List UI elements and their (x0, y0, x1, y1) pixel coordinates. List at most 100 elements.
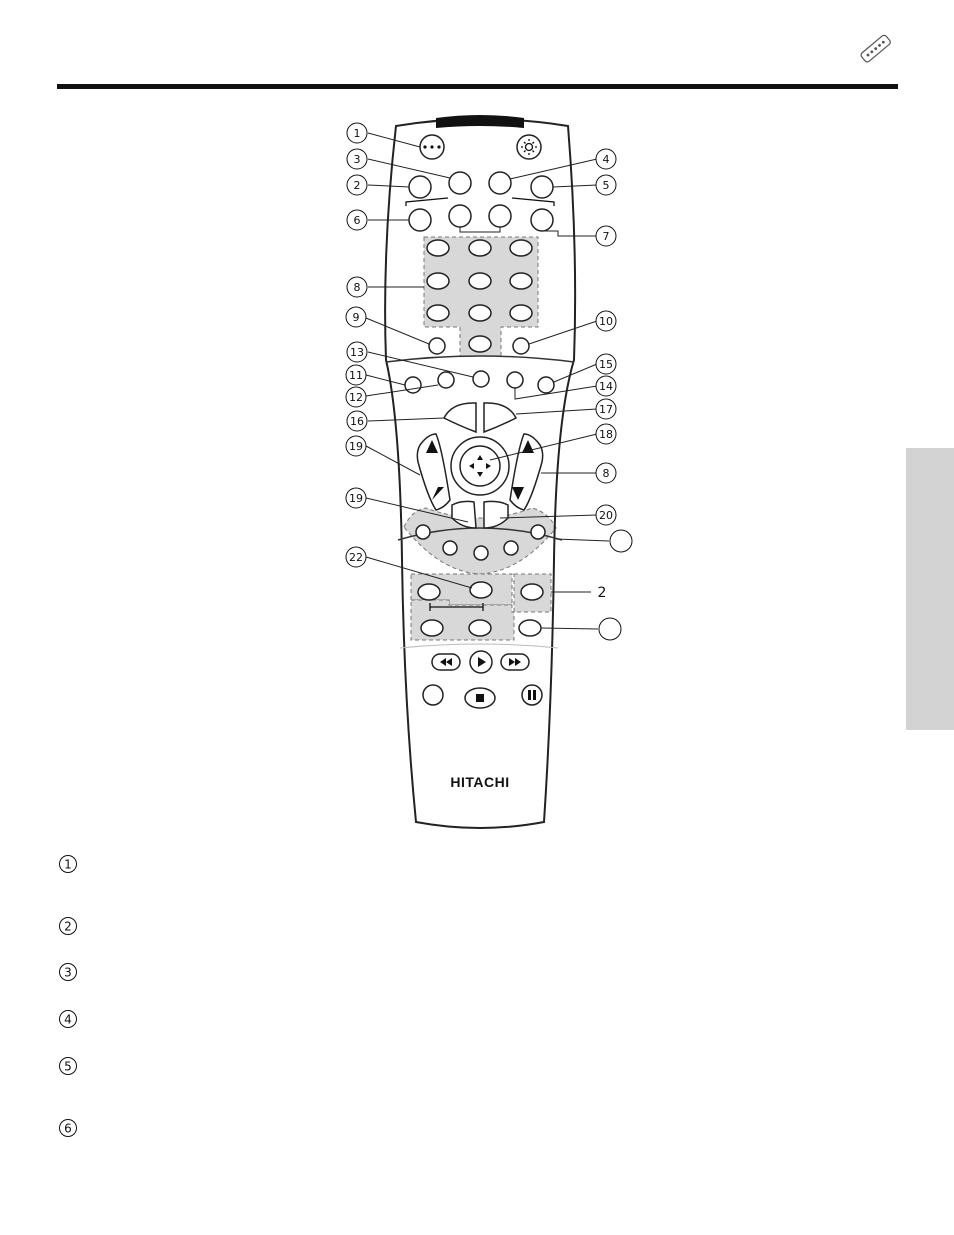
legend-item-5: 5 (58, 1056, 78, 1076)
callout-16: 16 (350, 415, 364, 428)
svg-text:4: 4 (64, 1013, 72, 1027)
function-c-button[interactable] (473, 545, 489, 561)
dvd-button[interactable] (488, 171, 512, 195)
function-d-button[interactable] (503, 540, 519, 556)
remote-control-diagram: HITACHI (345, 115, 633, 829)
device-bracket-right (511, 197, 555, 206)
svg-text:3: 3 (64, 966, 72, 980)
channel-down-icon (512, 487, 524, 500)
remote-body (384, 118, 577, 829)
pause-icon (528, 690, 531, 700)
number-4-button[interactable] (426, 272, 450, 290)
volume-rocker[interactable] (416, 433, 451, 511)
input-dots-icon (423, 145, 427, 149)
number-8-button[interactable] (468, 304, 492, 322)
mute-button[interactable] (404, 376, 422, 394)
exit-button[interactable] (483, 402, 518, 434)
callout-2: 2 (354, 179, 361, 192)
volume-down-icon (432, 487, 444, 500)
legend-item-3: 3 (58, 962, 78, 982)
callout-8: 8 (354, 281, 361, 294)
number-9-button[interactable] (509, 304, 533, 322)
section-divider-upper (385, 355, 575, 363)
callout-19a: 19 (349, 440, 363, 453)
legend-item-1: 1 (58, 854, 78, 874)
svg-text:5: 5 (64, 1060, 72, 1074)
freeze-button[interactable] (537, 376, 555, 394)
cbl-button[interactable] (448, 204, 472, 228)
volume-up-icon (426, 440, 438, 453)
number-0-button[interactable] (468, 335, 492, 353)
callout-7: 7 (603, 230, 610, 243)
light-sun-icon (524, 142, 534, 152)
pip-channel-bracket (429, 603, 484, 611)
function-e-button[interactable] (530, 524, 546, 540)
function-buttons-zone (403, 507, 557, 575)
blank-callout-24 (598, 617, 622, 641)
callout-11: 11 (349, 369, 363, 382)
guide-button[interactable] (451, 500, 477, 529)
play-icon (478, 657, 486, 667)
callout-9: 9 (353, 311, 360, 324)
number-3-button[interactable] (509, 239, 533, 257)
remote-control-icon (860, 34, 891, 63)
cursor-left-icon (469, 463, 474, 469)
number-1-button[interactable] (426, 239, 450, 257)
dash-button[interactable] (428, 337, 446, 355)
cursor-up-icon (477, 455, 483, 460)
select-button[interactable] (459, 445, 501, 487)
antenna-button[interactable] (437, 371, 455, 389)
tv-button[interactable] (408, 175, 432, 199)
callout-6: 6 (354, 214, 361, 227)
callout-20: 20 (599, 509, 613, 522)
callout-1: 1 (354, 127, 361, 140)
cursor-right-icon (486, 463, 491, 469)
svg-text:1: 1 (64, 858, 72, 872)
aux-button[interactable] (408, 208, 432, 232)
brand-logo: HITACHI (450, 774, 509, 790)
callout-4: 4 (603, 153, 610, 166)
rewind-icon (446, 658, 452, 666)
swap-button[interactable] (520, 583, 544, 601)
function-a-button[interactable] (415, 524, 431, 540)
svg-text:2: 2 (64, 920, 72, 934)
pause-button[interactable] (521, 684, 543, 706)
callout-18: 18 (599, 428, 613, 441)
menu-button[interactable] (442, 402, 477, 434)
record-button[interactable] (422, 684, 444, 706)
callout-10: 10 (599, 315, 613, 328)
aspect-button[interactable] (506, 371, 524, 389)
number-7-button[interactable] (426, 304, 450, 322)
number-5-button[interactable] (468, 272, 492, 290)
leader-lines (365, 132, 610, 630)
callout-8b: 8 (603, 467, 610, 480)
cursor-down-icon (477, 472, 483, 477)
light-button[interactable] (516, 134, 542, 160)
callout-12: 12 (349, 391, 363, 404)
section-divider-transport (399, 643, 559, 649)
vcr-button[interactable] (530, 175, 554, 199)
sat-button[interactable] (488, 204, 512, 228)
callout-14: 14 (599, 380, 613, 393)
day-night-button[interactable] (518, 619, 542, 637)
callout-15: 15 (599, 358, 613, 371)
legend-item-6: 6 (58, 1118, 78, 1138)
section-side-tab (906, 448, 954, 730)
pip-ch-down-button[interactable] (420, 619, 444, 637)
number-2-button[interactable] (468, 239, 492, 257)
svg-text:6: 6 (64, 1122, 72, 1136)
device-bracket-left (405, 197, 449, 206)
pip-button[interactable] (417, 583, 441, 601)
last-channel-button[interactable] (512, 337, 530, 355)
pip-mode-button[interactable] (469, 581, 493, 599)
callout-22: 22 (349, 551, 363, 564)
stb-button[interactable] (448, 171, 472, 195)
callout-19b: 19 (349, 492, 363, 505)
pip-ch-up-button[interactable] (468, 619, 492, 637)
info-button[interactable] (472, 370, 490, 388)
callout-3: 3 (354, 153, 361, 166)
header-rule (57, 84, 898, 89)
number-6-button[interactable] (509, 272, 533, 290)
power-button[interactable] (530, 208, 554, 232)
function-b-button[interactable] (442, 540, 458, 556)
